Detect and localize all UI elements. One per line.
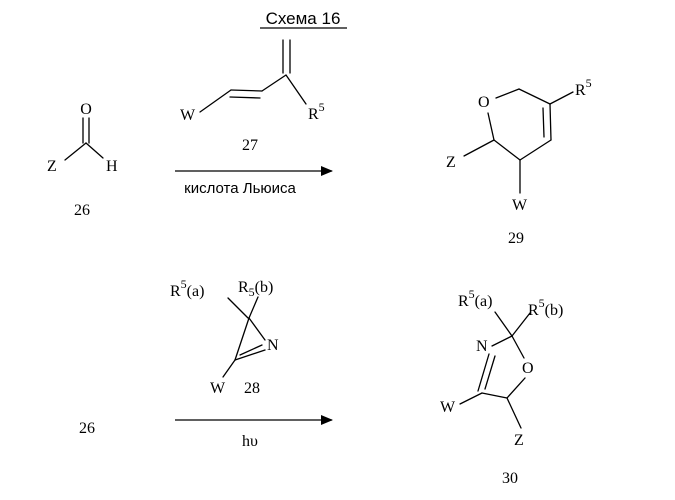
compound-number-28: 28	[244, 380, 260, 397]
substituent-w: W	[512, 197, 528, 214]
azirine-28: R5(a) R5(b) N W 28	[170, 277, 279, 397]
ring-nitrogen: N	[476, 338, 488, 355]
arrow-label-hv: hυ	[242, 433, 258, 450]
substituent-r5: R5	[575, 76, 592, 99]
substituent-w: W	[180, 107, 196, 124]
compound-number-27: 27	[242, 137, 258, 154]
substituent-r5b: R5(b)	[528, 296, 563, 319]
substituent-z: Z	[446, 154, 456, 171]
compound-number-26-repeat: 26	[79, 420, 95, 437]
ring-oxygen: O	[522, 360, 534, 377]
substituent-w: W	[440, 399, 456, 416]
substituent-z: Z	[514, 432, 524, 449]
ring-oxygen: O	[478, 94, 490, 111]
substituent-r5a: R5(a)	[458, 287, 492, 310]
compound-number-30: 30	[502, 470, 518, 487]
compound-number-29: 29	[508, 230, 524, 247]
arrow-label-lewis-acid: кислота Льюиса	[184, 180, 296, 197]
atom-o: O	[80, 101, 92, 118]
ring-nitrogen: N	[267, 337, 279, 354]
dihydropyran-29: O R5 Z W 29	[446, 76, 592, 247]
atom-h: H	[106, 158, 118, 175]
substituent-r5b: R5(b)	[238, 279, 273, 299]
compound-number-26: 26	[74, 202, 90, 219]
diene-27: W R5 27	[180, 40, 325, 154]
substituent-r5a: R5(a)	[170, 277, 204, 300]
oxazoline-30: R5(a) R5(b) N O W Z 30	[440, 287, 563, 487]
substituent-z: Z	[47, 158, 57, 175]
aldehyde-26: O H Z 26	[47, 101, 118, 219]
substituent-r5: R5	[308, 100, 325, 123]
substituent-w: W	[210, 380, 226, 397]
scheme-title: Схема 16	[266, 9, 341, 28]
